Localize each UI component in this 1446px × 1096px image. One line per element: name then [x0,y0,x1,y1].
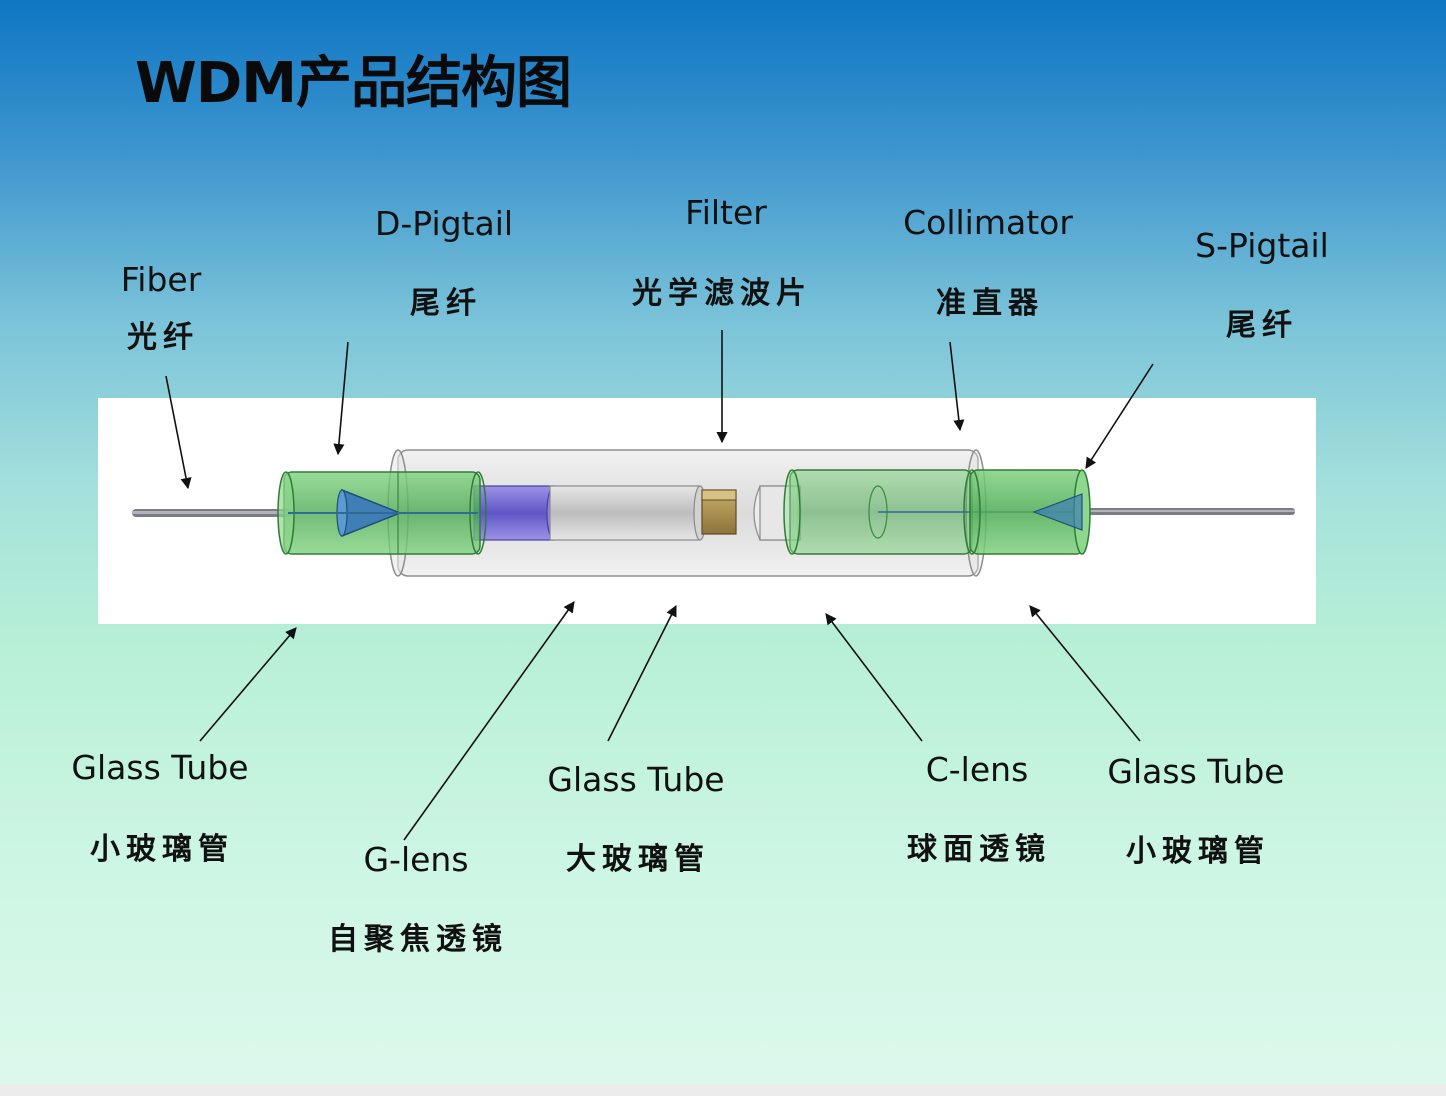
label-glass-tube-left-cn: 小玻璃管 [90,832,234,867]
arrow-s-pigtail [1085,363,1154,469]
arrow-d-pigtail [333,341,349,456]
label-c-lens-cn: 球面透镜 [907,832,1051,867]
label-glass-tube-left: Glass Tube [71,748,249,787]
label-filter: Filter [685,193,767,232]
arrow-collimator [949,341,965,432]
filter-chip [701,489,737,535]
label-collimator-cn: 准直器 [936,286,1044,321]
label-g-lens-cn: 自聚焦透镜 [328,922,508,957]
arrow-g-lens [403,601,575,841]
wdm-structure-illustration [132,449,1295,577]
label-glass-tube-center-cn: 大玻璃管 [566,842,710,877]
label-fiber-cn: 光纤 [127,320,199,355]
diagram-panel [98,398,1316,624]
label-c-lens: C-lens [925,750,1029,789]
right-fiber [1083,508,1295,515]
label-glass-tube-right: Glass Tube [1107,752,1285,791]
label-s-pigtail-cn: 尾纤 [1226,308,1298,343]
label-d-pigtail-cn: 尾纤 [410,286,482,321]
label-g-lens: G-lens [363,840,469,879]
label-glass-tube-right-cn: 小玻璃管 [1126,834,1270,869]
left-fiber-cone [288,488,478,538]
label-glass-tube-center: Glass Tube [547,760,725,799]
arrow-glass-tube-right [1029,605,1141,742]
right-fiber-cone [1032,493,1083,531]
label-collimator: Collimator [903,203,1073,242]
label-s-pigtail: S-Pigtail [1195,226,1329,265]
arrow-glass-tube-left [199,627,297,742]
label-filter-cn: 光学滤波片 [632,276,812,311]
label-d-pigtail: D-Pigtail [374,204,514,243]
inner-glass-cylinder [549,485,707,541]
label-fiber: Fiber [120,260,202,299]
arrow-c-lens [825,613,923,742]
left-fiber [132,509,292,517]
arrow-fiber [165,375,192,490]
arrow-glass-tube-center [607,604,677,742]
slide-title: WDM产品结构图 [135,51,572,116]
